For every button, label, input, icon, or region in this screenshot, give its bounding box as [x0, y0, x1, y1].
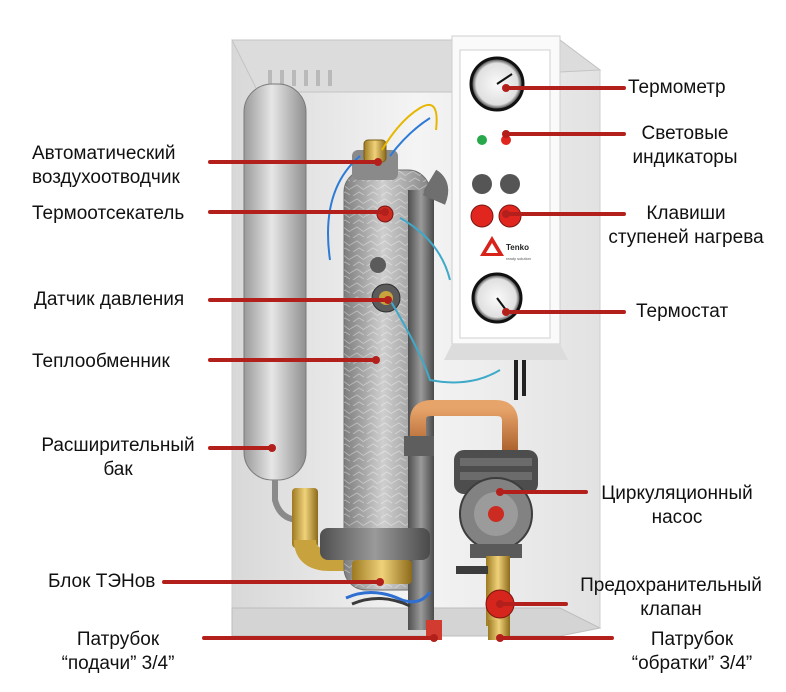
label-heater-block-text: Блок ТЭНов [48, 571, 156, 592]
label-thermometer-text: Термометр [628, 77, 726, 98]
label-return-nozzle-line1: Патрубок [650, 629, 734, 650]
label-circulation-pump-line1: Циркуляционный [601, 483, 753, 504]
supply-nozzle [426, 620, 442, 640]
circulation-pump [454, 450, 538, 558]
label-safety-valve: Предохранительный клапан [566, 574, 776, 622]
label-indicators-line1: Световые [641, 123, 729, 144]
label-heating-keys-line1: Клавиши [646, 203, 726, 224]
label-circulation-pump: Циркуляционный насос [588, 482, 766, 530]
label-pressure-sensor-text: Датчик давления [34, 289, 185, 310]
label-thermostat: Термостат [636, 300, 728, 324]
leader-lines [162, 86, 626, 640]
panel-brand-sub: ready solution [506, 256, 531, 261]
label-heat-exchanger: Теплообменник [32, 350, 170, 374]
thermostat-dial-icon [471, 272, 523, 324]
label-indicators: Световые индикаторы [624, 122, 746, 170]
label-thermostat-text: Термостат [636, 301, 729, 322]
label-air-vent-line2: воздухоотводчик [32, 167, 180, 188]
label-expansion-tank-line1: Расширительный [41, 435, 195, 456]
indicator-lights [477, 135, 511, 145]
label-return-nozzle: Патрубок “обратки” 3/4” [612, 628, 772, 676]
label-heater-block: Блок ТЭНов [48, 570, 155, 594]
label-safety-valve-line2: клапан [640, 599, 702, 620]
leader-dots [268, 84, 510, 642]
copper-pipe [404, 400, 518, 456]
label-air-vent-line1: Автоматический [32, 143, 176, 164]
label-thermo-cutoff-text: Термоотсекатель [32, 203, 185, 224]
switch-row [472, 174, 520, 194]
label-heating-keys-line2: ступеней нагрева [608, 227, 764, 248]
control-panel [444, 35, 568, 360]
panel-brand: Tenko [506, 243, 529, 252]
label-supply-nozzle: Патрубок “подачи” 3/4” [30, 628, 206, 676]
label-thermometer: Термометр [628, 76, 726, 100]
label-expansion-tank-line2: бак [103, 459, 133, 480]
expansion-tank [243, 83, 307, 523]
label-return-nozzle-line2: “обратки” 3/4” [631, 653, 753, 674]
label-heating-keys: Клавиши ступеней нагрева [594, 202, 778, 250]
label-thermo-cutoff: Термоотсекатель [32, 202, 184, 226]
label-pressure-sensor: Датчик давления [34, 288, 184, 312]
label-heat-exchanger-text: Теплообменник [32, 351, 170, 372]
tenko-triangle-logo [480, 236, 504, 256]
label-circulation-pump-line2: насос [651, 507, 703, 528]
label-supply-nozzle-line1: Патрубок [76, 629, 160, 650]
label-expansion-tank: Расширительный бак [30, 434, 206, 482]
label-air-vent: Автоматический воздухоотводчик [32, 142, 180, 190]
thermometer-gauge-icon [469, 56, 525, 112]
heater-block [345, 560, 432, 608]
label-safety-valve-line1: Предохранительный [580, 575, 762, 596]
label-supply-nozzle-line2: “подачи” 3/4” [61, 653, 175, 674]
label-indicators-line2: индикаторы [632, 147, 738, 168]
